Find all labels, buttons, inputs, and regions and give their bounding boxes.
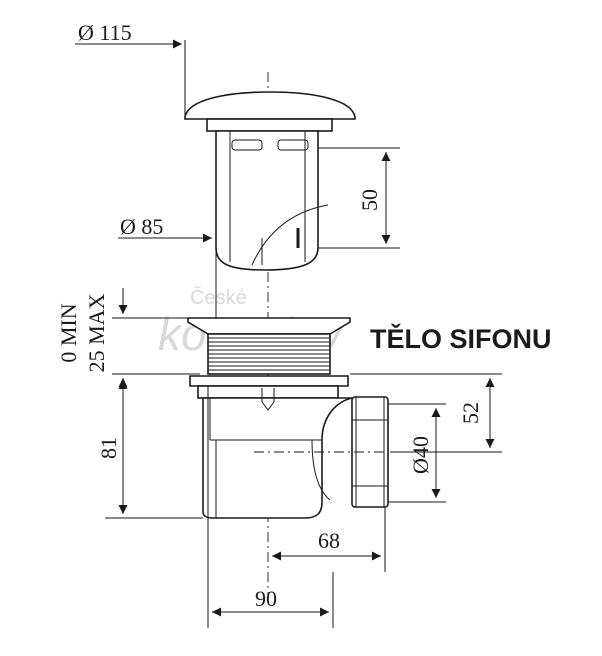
- dim-81-label: 81: [96, 437, 121, 459]
- dim-50-label: 50: [357, 189, 382, 211]
- dim-85-label: Ø 85: [120, 214, 163, 239]
- watermark-line1: České: [190, 286, 247, 309]
- dim-52-label: 52: [458, 402, 483, 424]
- dim-adjust-range: 0 MIN 25 MAX: [56, 288, 200, 404]
- part-title: TĚLO SIFONU: [370, 323, 552, 354]
- dim-40-label: Ø40: [408, 436, 433, 474]
- dim-68-label: 68: [318, 528, 340, 553]
- dim-max-label: 25 MAX: [84, 293, 109, 372]
- dim-min-label: 0 MIN: [56, 303, 81, 362]
- thread-lines: [208, 337, 330, 371]
- dim-height-50: 50: [318, 147, 400, 249]
- dim-height-52: 52: [350, 373, 502, 453]
- dim-diameter-40: Ø40: [254, 403, 446, 503]
- dim-width-68: 68: [272, 507, 386, 572]
- dim-diameter-85: Ø 85: [118, 214, 217, 318]
- dim-height-81: 81: [96, 380, 203, 519]
- dim-90-label: 90: [255, 586, 277, 611]
- stopper-cap: [184, 91, 356, 271]
- dim-115-label: Ø 115: [78, 20, 132, 45]
- dim-diameter-115: Ø 115: [75, 20, 186, 117]
- dim-width-90: 90: [207, 386, 334, 628]
- siphon-body: [187, 317, 389, 519]
